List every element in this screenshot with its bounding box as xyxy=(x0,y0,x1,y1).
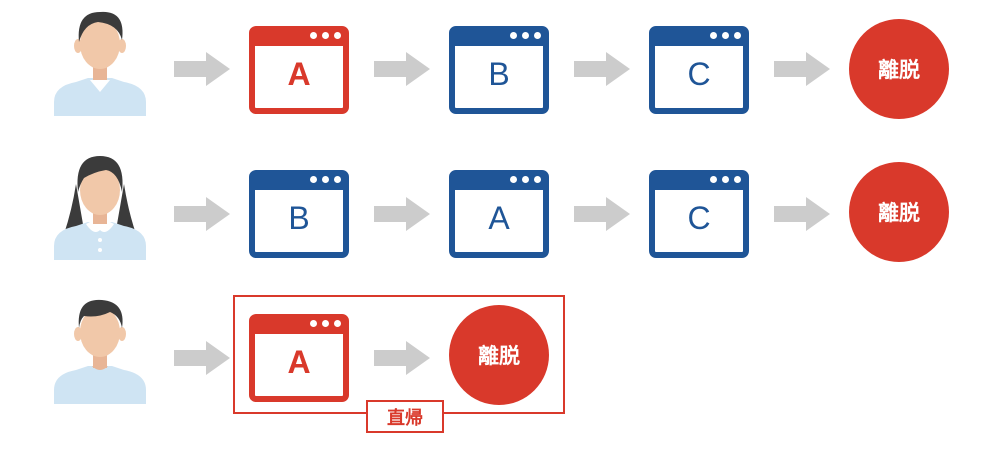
exit-circle: 離脱 xyxy=(449,305,549,405)
window-dots xyxy=(310,176,341,183)
arrow-right-icon xyxy=(174,341,230,375)
page-window: B xyxy=(249,170,349,258)
exit-circle: 離脱 xyxy=(849,162,949,262)
arrow-right-icon xyxy=(374,197,430,231)
window-dots xyxy=(710,32,741,39)
user-female-icon xyxy=(54,156,146,260)
page-window: A xyxy=(449,170,549,258)
page-label: B xyxy=(288,200,310,236)
page-label: A xyxy=(287,344,311,380)
page-label: C xyxy=(687,56,711,92)
page-window: C xyxy=(649,26,749,114)
page-label: C xyxy=(687,200,711,236)
page-label: A xyxy=(488,200,510,236)
arrow-right-icon xyxy=(174,197,230,231)
page-window: A xyxy=(249,26,349,114)
exit-circle: 離脱 xyxy=(849,19,949,119)
window-dots xyxy=(310,32,341,39)
window-dots xyxy=(310,320,341,327)
arrow-right-icon xyxy=(574,197,630,231)
user-male-icon xyxy=(54,299,146,404)
page-window: C xyxy=(649,170,749,258)
page-window: A xyxy=(249,314,349,402)
window-dots xyxy=(510,32,541,39)
window-dots xyxy=(710,176,741,183)
page-window: B xyxy=(449,26,549,114)
arrow-right-icon xyxy=(574,52,630,86)
arrow-right-icon xyxy=(374,341,430,375)
window-dots xyxy=(510,176,541,183)
arrow-right-icon xyxy=(374,52,430,86)
bounce-tag: 直帰 xyxy=(366,400,444,433)
user-male-icon xyxy=(54,11,146,116)
page-label: A xyxy=(287,56,311,92)
arrow-right-icon xyxy=(174,52,230,86)
arrow-right-icon xyxy=(774,52,830,86)
arrow-right-icon xyxy=(774,197,830,231)
page-label: B xyxy=(488,56,510,92)
